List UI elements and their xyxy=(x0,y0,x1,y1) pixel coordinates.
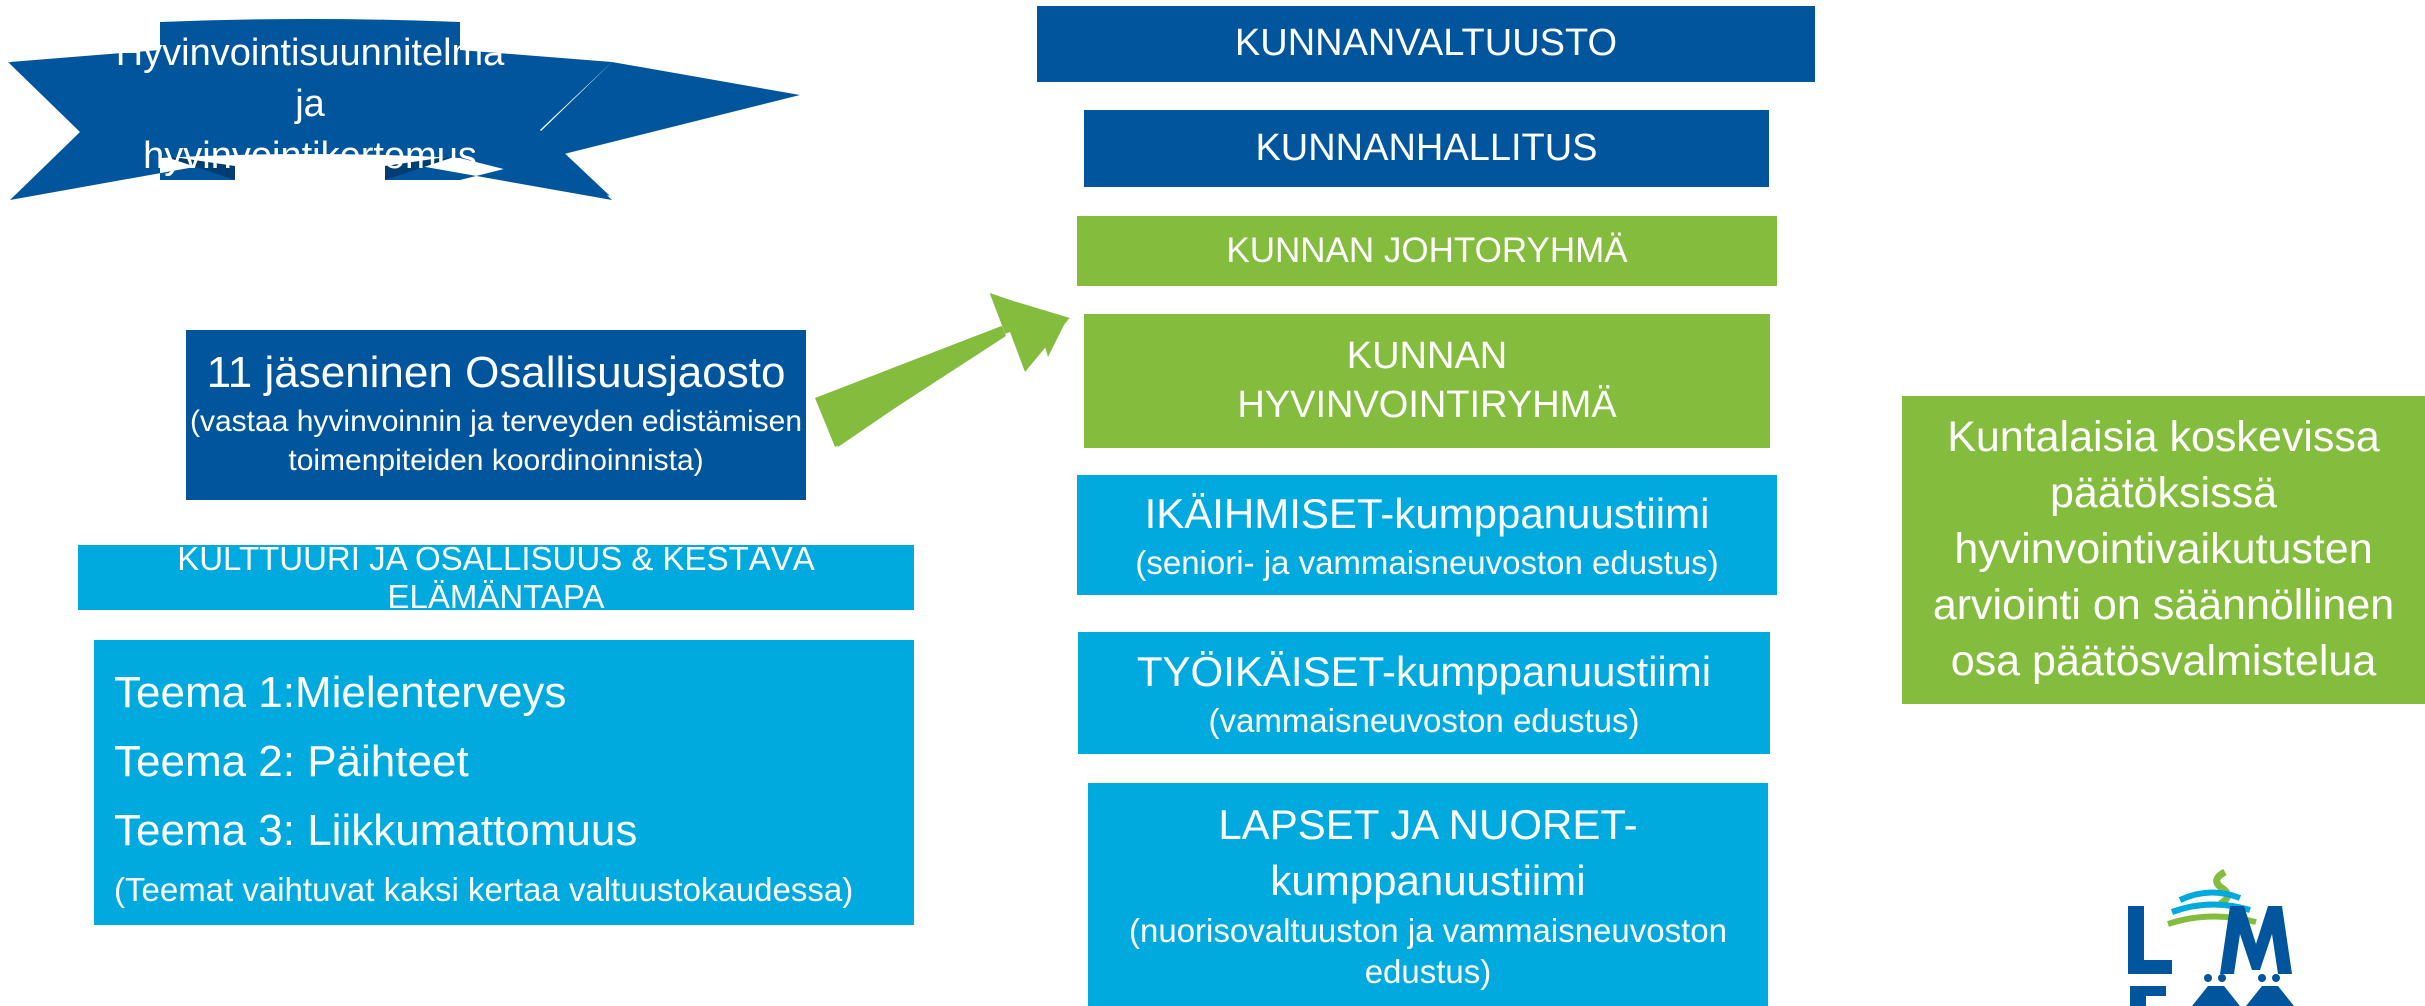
teemat-box: Teema 1:Mielenterveys Teema 2: Päihteet … xyxy=(94,640,914,925)
hyvinvointiryhma-box: KUNNAN HYVINVOINTIRYHMÄ xyxy=(1084,314,1770,448)
jaosto-subtitle-1: (vastaa hyvinvoinnin ja terveyden edistä… xyxy=(190,404,802,438)
kunnanhallitus-label: KUNNANHALLITUS xyxy=(1255,126,1598,169)
banner-line-2: ja hyvinvointikertomus xyxy=(143,83,477,177)
teema-2: Teema 2: Päihteet xyxy=(114,737,469,786)
ikaihmiset-subtitle: (seniori- ja vammaisneuvoston edustus) xyxy=(1135,543,1719,581)
side-note-line-3: hyvinvointivaikutusten xyxy=(1954,525,2373,574)
banner-ribbon-icon xyxy=(8,19,800,200)
lapset-title-1: LAPSET JA NUORET- xyxy=(1218,800,1638,848)
arrow-icon xyxy=(815,293,1070,447)
hyvinvointiryhma-line-1: KUNNAN xyxy=(1346,334,1508,377)
tyoikaiset-box: TYÖIKÄISET-kumppanuustiimi (vammaisneuvo… xyxy=(1078,632,1770,754)
teema-3: Teema 3: Liikkumattomuus xyxy=(114,806,638,855)
johtoryhma-box: KUNNAN JOHTORYHMÄ xyxy=(1077,216,1777,286)
side-note-line-4: arviointi on säännöllinen xyxy=(1932,580,2395,629)
osallisuusjaosto-box: 11 jäseninen Osallisuusjaosto (vastaa hy… xyxy=(186,330,806,500)
kunnanvaltuusto-label: KUNNANVALTUUSTO xyxy=(1234,22,1618,65)
banner-text: Hyvinvointisuunnitelma ja hyvinvointiker… xyxy=(116,32,505,177)
side-note-box: Kuntalaisia koskevissa päätöksissä hyvin… xyxy=(1902,396,2425,704)
tyoikaiset-title: TYÖIKÄISET-kumppanuustiimi xyxy=(1136,648,1712,696)
ikaihmiset-title: IKÄIHMISET-kumppanuustiimi xyxy=(1144,490,1710,538)
teema-1: Teema 1:Mielenterveys xyxy=(114,668,567,717)
banner-line-1: Hyvinvointisuunnitelma xyxy=(115,32,505,75)
johtoryhma-label: KUNNAN JOHTORYHMÄ xyxy=(1226,231,1628,270)
jaosto-subtitle-2: toimenpiteiden koordinoinnista) xyxy=(288,443,704,477)
side-note-line-5: osa päätösvalmistelua xyxy=(1950,636,2377,685)
kunnanvaltuusto-box: KUNNANVALTUUSTO xyxy=(1037,6,1815,82)
side-note-line-2: päätöksissä xyxy=(2049,469,2278,518)
lapset-subtitle-1: (nuorisovaltuuston ja vammaisneuvoston xyxy=(1129,911,1727,949)
municipality-logo-icon xyxy=(2128,868,2294,1006)
tyoikaiset-subtitle: (vammaisneuvoston edustus) xyxy=(1208,701,1640,739)
lapset-title-2: kumppanuustiimi xyxy=(1270,857,1586,905)
lapset-subtitle-2: edustus) xyxy=(1364,953,1492,991)
kulttuuri-label: KULTTUURI JA OSALLISUUS & KESTÄVÄ ELÄMÄN… xyxy=(177,539,815,615)
ikaihmiset-box: IKÄIHMISET-kumppanuustiimi (seniori- ja … xyxy=(1077,475,1777,595)
kulttuuri-label-box: KULTTUURI JA OSALLISUUS & KESTÄVÄ ELÄMÄN… xyxy=(78,540,914,615)
side-note-line-1: Kuntalaisia koskevissa xyxy=(1947,413,2380,462)
lapset-nuoret-box: LAPSET JA NUORET- kumppanuustiimi (nuori… xyxy=(1088,783,1768,1006)
teemat-note: (Teemat vaihtuvat kaksi kertaa valtuusto… xyxy=(114,871,854,908)
hyvinvointiryhma-line-2: HYVINVOINTIRYHMÄ xyxy=(1237,384,1617,426)
jaosto-title: 11 jäseninen Osallisuusjaosto xyxy=(206,348,786,398)
kunnanhallitus-box: KUNNANHALLITUS xyxy=(1084,110,1769,187)
